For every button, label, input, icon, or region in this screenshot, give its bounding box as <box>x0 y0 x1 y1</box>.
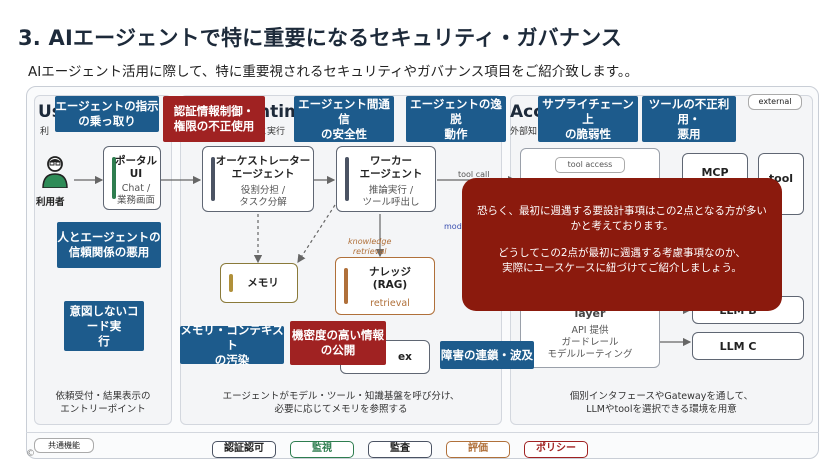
knowledge-sub: retrieval <box>370 298 410 309</box>
audit-tag: 監査 <box>368 441 432 458</box>
memory-node: メモリ <box>220 263 298 303</box>
callout-credential-misuse: 認証情報制御・ 権限の不正使用 <box>163 96 265 142</box>
copyright-mark: © <box>26 449 35 459</box>
tool-call-label: tool call <box>458 170 490 179</box>
callout-unintended-code: 意図しないコード実 行 <box>64 301 144 351</box>
page-subtitle: AIエージェント活用に際して、特に重要視されるセキュリティやガバナンス項目をご紹… <box>28 64 639 80</box>
callout-cascading-failure: 障害の連鎖・波及 <box>440 341 534 369</box>
orchestrator-node: オーケストレーター エージェント 役割分担 / タスク分解 <box>202 146 314 212</box>
policy-tag: ポリシー <box>524 441 588 458</box>
model-label: mode <box>444 222 467 231</box>
model-layer-sub: API 提供 ガードレール モデルルーティング <box>547 325 633 360</box>
callout-supply-chain: サプライチェーン上 の脆弱性 <box>538 96 638 142</box>
portal-ui-node: ポータル UI Chat / 業務画面 <box>103 146 161 210</box>
callout-inter-agent-comm: エージェント間通信 の安全性 <box>294 96 394 142</box>
user-footnote: 依頼受付・結果表示の エントリーポイント <box>55 391 151 415</box>
runtime-column-heading: ntim <box>258 102 302 122</box>
worker-name: ワーカー エージェント <box>359 155 423 180</box>
external-tag: external <box>748 94 802 110</box>
knowledge-name: ナレッジ (RAG) <box>369 266 411 291</box>
orchestrator-sub: 役割分担 / タスク分解 <box>239 185 287 208</box>
access-column-heading: Acc <box>510 102 544 122</box>
portal-ui-sub: Chat / 業務画面 <box>116 183 155 206</box>
callout-memory-poisoning: メモリ・コンテキスト の汚染 <box>180 322 284 367</box>
callout-agent-deviation: エージェントの逸脱 動作 <box>406 96 506 142</box>
index-name: ex <box>398 351 412 363</box>
common-bar <box>26 432 819 459</box>
callout-trust-abuse: 人とエージェントの 信頼関係の悪用 <box>57 222 161 268</box>
evaluation-tag: 評価 <box>446 441 510 458</box>
callout-sensitive-disclosure: 機密度の高い情報 の公開 <box>290 321 386 365</box>
overlay-message-box: 恐らく、最初に週遇する要設計事項はこの2点となる方が多い かと考えております。 … <box>462 178 782 311</box>
memory-name: メモリ <box>247 277 279 289</box>
callout-tool-misuse: ツールの不正利用・ 悪用 <box>642 96 736 142</box>
access-column-sub: 外部知 <box>510 127 538 137</box>
orchestrator-name: オーケストレーター エージェント <box>215 155 311 180</box>
auth-tag: 認証認可 <box>212 441 276 458</box>
tool-access-name: tool access <box>555 157 625 173</box>
user-column-sub: 利 <box>40 127 50 137</box>
common-features-label: 共通機能 <box>34 438 94 453</box>
llm-c-node: LLM C <box>692 332 804 360</box>
worker-node: ワーカー エージェント 推論実行 / ツール呼出し <box>336 146 436 212</box>
knowledge-retrieval-label: knowledge retrieval <box>348 237 392 256</box>
overlay-line-2: どうしてこの2点が最初に週遇する考慮事項なのか、 実際にユースケースに紐づけてご… <box>498 247 746 274</box>
llm-c-name: LLM C <box>719 340 757 353</box>
page-title: 3. AIエージェントで特に重要になるセキュリティ・ガバナンス <box>18 26 623 50</box>
callout-instruction-hijack: エージェントの指示 の乗っ取り <box>55 96 159 132</box>
overlay-line-1: 恐らく、最初に週遇する要設計事項はこの2点となる方が多い かと考えております。 <box>477 205 767 232</box>
runtime-column-sub: と実行 <box>258 127 286 137</box>
knowledge-node: ナレッジ (RAG) retrieval <box>335 257 435 315</box>
runtime-footnote: エージェントがモデル・ツール・知識基盤を呼び分け、 必要に応じてメモリを参照する <box>222 391 460 415</box>
access-footnote: 個別インタフェースやGatewayを通して、 LLMやtoolを選択できる環境を… <box>569 391 754 415</box>
user-icon <box>40 154 70 189</box>
worker-sub: 推論実行 / ツール呼出し <box>362 185 420 208</box>
monitoring-tag: 監視 <box>290 441 354 458</box>
portal-ui-name: ポータル UI <box>115 155 157 180</box>
user-label: 利用者 <box>36 197 65 208</box>
mcp-name: MCP <box>701 166 729 179</box>
